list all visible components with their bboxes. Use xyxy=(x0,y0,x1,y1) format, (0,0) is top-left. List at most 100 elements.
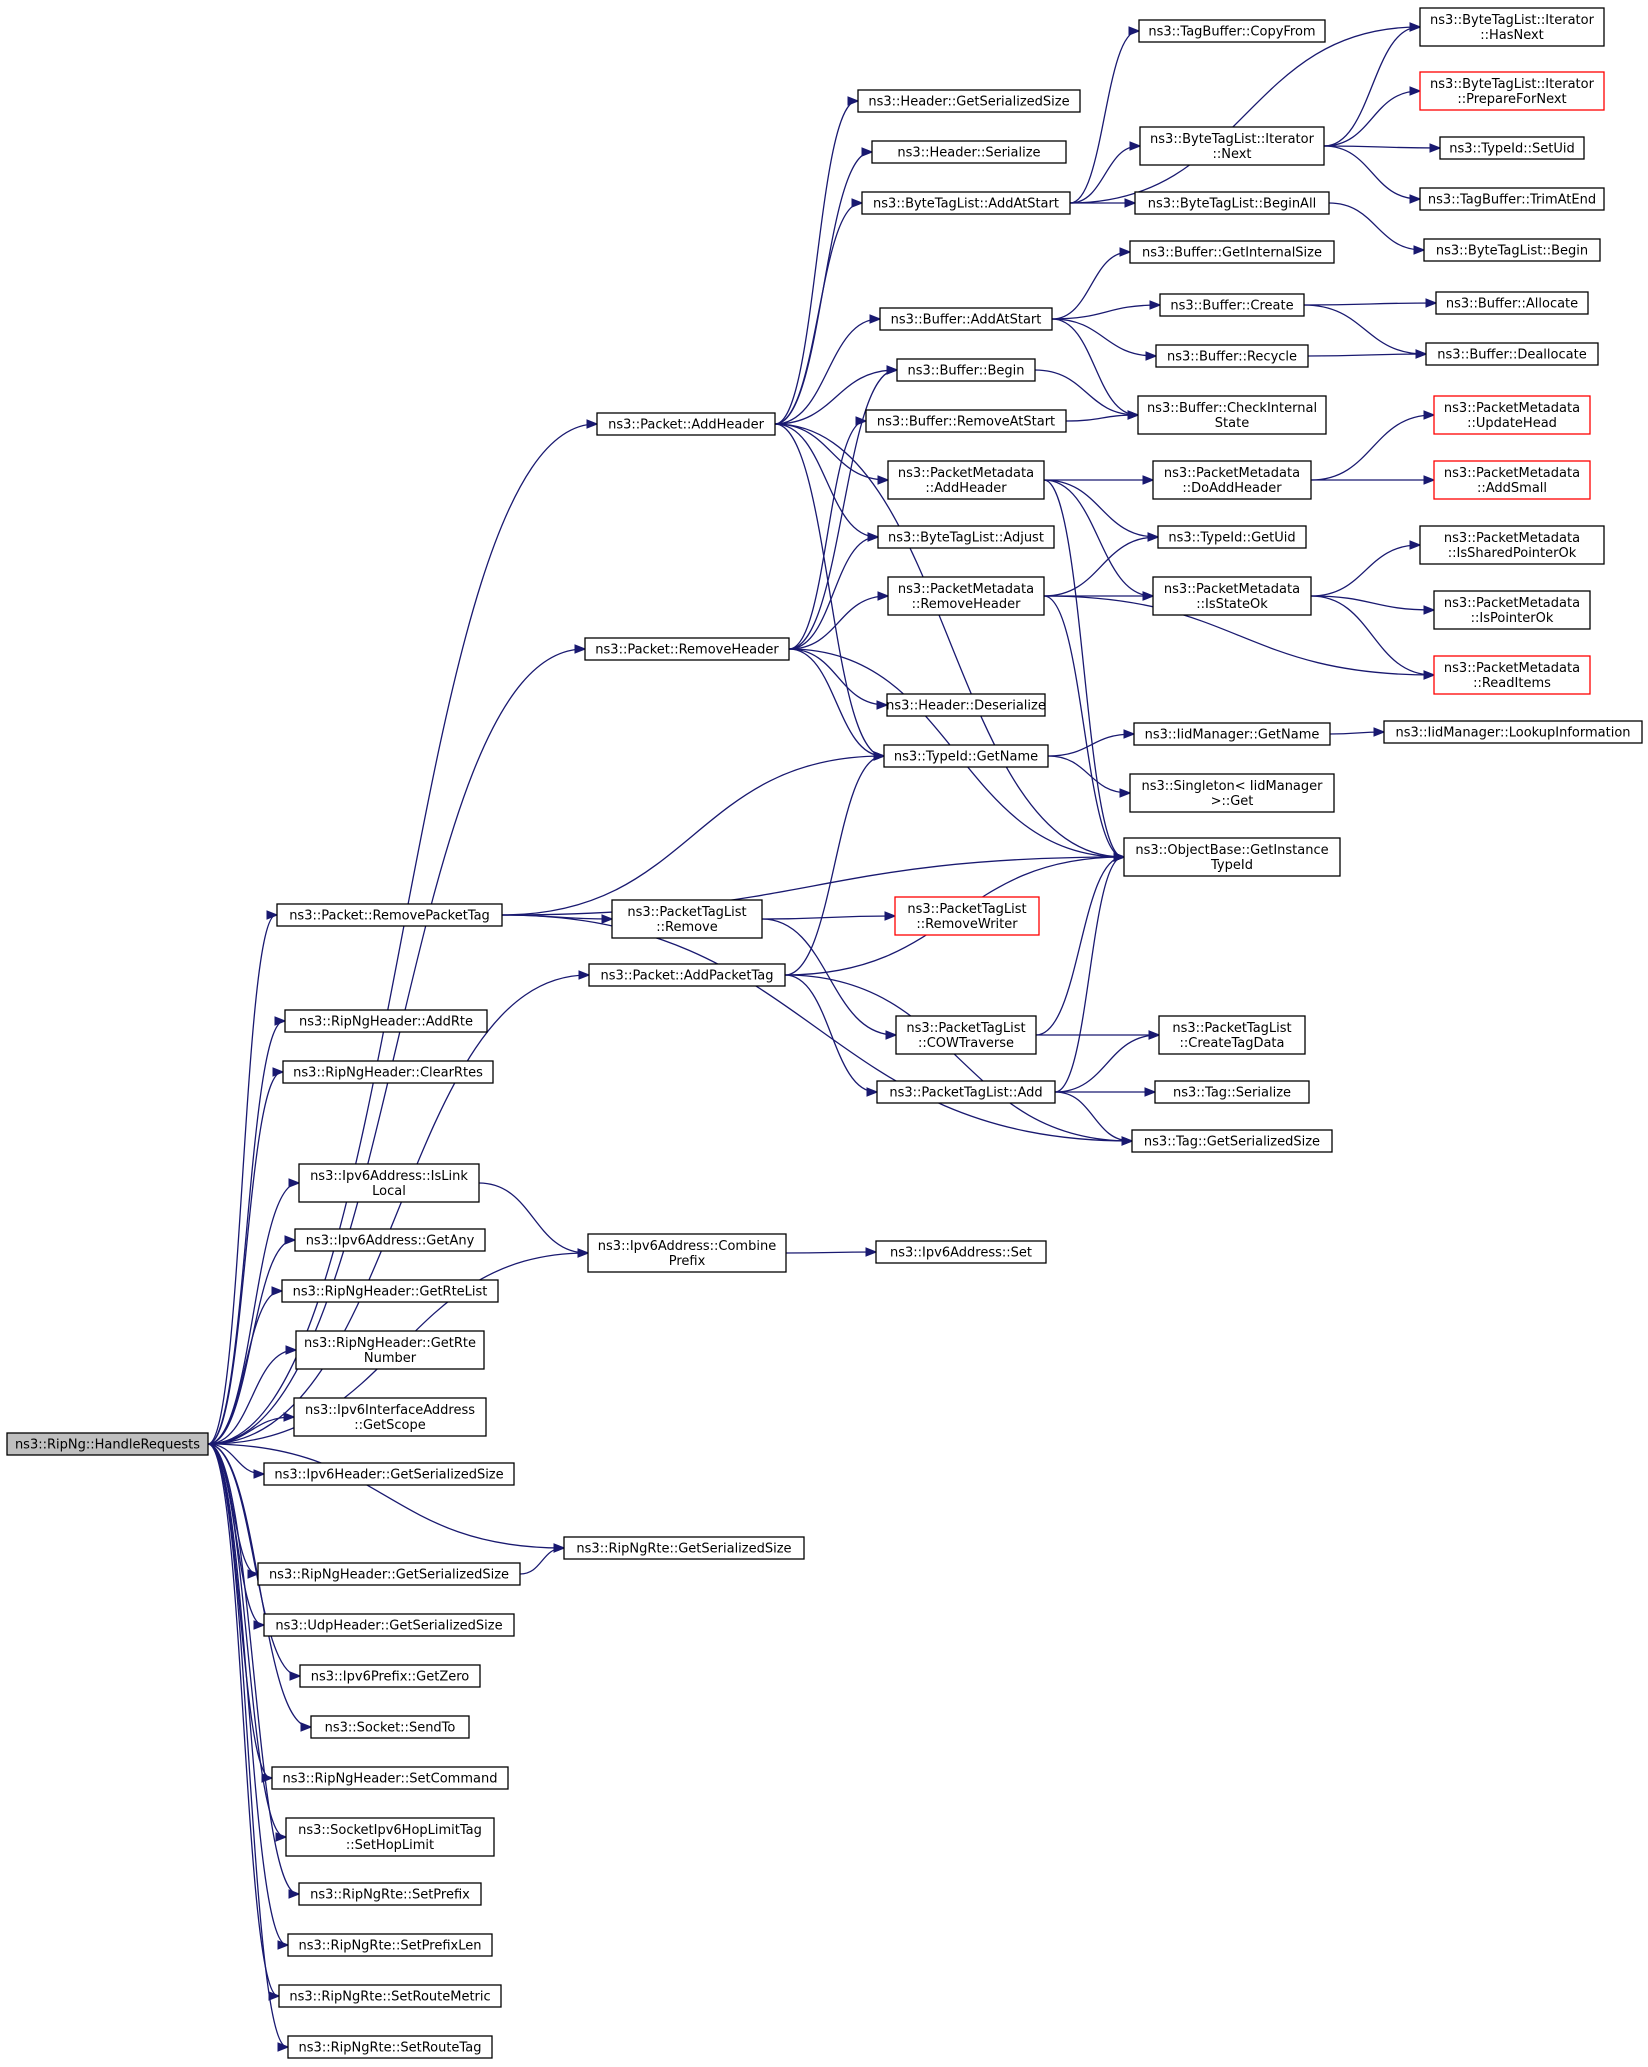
node-packettaglist-cowtraverse[interactable]: ns3::PacketTagList::COWTraverse xyxy=(895,1015,1037,1055)
node-ripngrte-setroutemetric[interactable]: ns3::RipNgRte::SetRouteMetric xyxy=(278,1984,502,2008)
edge-packet-addheader-to-buffer-addatstart xyxy=(774,319,879,425)
node-singleton-get[interactable]: ns3::Singleton< IidManager >::Get xyxy=(1129,773,1335,813)
node-packet-addpackettag[interactable]: ns3::Packet::AddPacketTag xyxy=(588,963,786,987)
node-label: ns3::ByteTagList::BeginAll xyxy=(1148,197,1316,212)
node-iidmanager-getname[interactable]: ns3::IidManager::GetName xyxy=(1133,722,1331,746)
node-box xyxy=(596,412,776,436)
node-ipv6prefix-getzero[interactable]: ns3::Ipv6Prefix::GetZero xyxy=(299,1664,481,1688)
node-packettaglist-removewriter[interactable]: ns3::PacketTagList::RemoveWriter xyxy=(894,896,1040,936)
node-packetmetadata-doaddheader[interactable]: ns3::PacketMetadata::DoAddHeader xyxy=(1152,460,1312,500)
node-packetmetadata-addheader[interactable]: ns3::PacketMetadata::AddHeader xyxy=(887,460,1045,500)
node-buffer-recycle[interactable]: ns3::Buffer::Recycle xyxy=(1155,344,1309,368)
node-ipv6address-getany[interactable]: ns3::Ipv6Address::GetAny xyxy=(294,1228,486,1252)
node-label: ns3::PacketTagList::Add xyxy=(889,1086,1042,1101)
node-packettaglist-remove[interactable]: ns3::PacketTagList::Remove xyxy=(611,899,763,939)
node-header-serialize[interactable]: ns3::Header::Serialize xyxy=(871,140,1067,164)
edge-bytetaglist-iterator-next-to-typeid-setuid xyxy=(1323,146,1439,148)
node-box xyxy=(276,903,503,927)
node-udpheader-getserializedsize[interactable]: ns3::UdpHeader::GetSerializedSize xyxy=(263,1613,515,1637)
node-bytetaglist-adjust[interactable]: ns3::ByteTagList::Adjust xyxy=(877,525,1055,549)
node-label: ns3::RipNgHeader::GetRte xyxy=(304,1336,476,1351)
node-handle-requests[interactable]: ns3::RipNg::HandleRequests xyxy=(6,1432,209,1456)
node-ripngheader-getserializedsize[interactable]: ns3::RipNgHeader::GetSerializedSize xyxy=(257,1562,521,1586)
edge-handle-requests-to-ripngheader-getserializedsize xyxy=(207,1443,257,1574)
node-box xyxy=(281,1279,499,1303)
edge-packet-addheader-to-typeid-getname xyxy=(774,423,883,756)
node-bytetaglist-iterator-preparefornext[interactable]: ns3::ByteTagList::Iterator::PrepareForNe… xyxy=(1419,71,1605,111)
node-typeid-getuid[interactable]: ns3::TypeId::GetUid xyxy=(1157,525,1307,549)
edge-packet-addheader-to-header-getserializedsize xyxy=(774,101,857,425)
node-label: ns3::IidManager::LookupInformation xyxy=(1395,726,1630,741)
node-ripngheader-addrte[interactable]: ns3::RipNgHeader::AddRte xyxy=(284,1009,488,1033)
node-label: ns3::RipNgRte::SetPrefix xyxy=(310,1888,470,1903)
edge-packetmetadata-removeheader-to-packetmetadata-readitems xyxy=(1043,595,1433,675)
node-buffer-getinternalsize[interactable]: ns3::Buffer::GetInternalSize xyxy=(1129,240,1335,264)
edge-packet-removeheader-to-buffer-begin xyxy=(788,370,896,650)
node-typeid-setuid[interactable]: ns3::TypeId::SetUid xyxy=(1439,136,1585,160)
node-packetmetadata-readitems[interactable]: ns3::PacketMetadata::ReadItems xyxy=(1433,655,1591,695)
node-label: ::Next xyxy=(1212,147,1251,162)
node-buffer-deallocate[interactable]: ns3::Buffer::Deallocate xyxy=(1425,342,1599,366)
edge-packetmetadata-addheader-to-packetmetadata-isstateok xyxy=(1043,479,1152,596)
node-label: ns3::RipNgHeader::GetRteList xyxy=(293,1285,488,1300)
edge-handle-requests-to-ripngrte-setprefix xyxy=(207,1443,298,1894)
node-ripngheader-clearrtes[interactable]: ns3::RipNgHeader::ClearRtes xyxy=(282,1060,494,1084)
node-packetmetadata-issharedpointerok[interactable]: ns3::PacketMetadata::IsSharedPointerOk xyxy=(1419,525,1605,565)
node-buffer-begin[interactable]: ns3::Buffer::Begin xyxy=(896,358,1036,382)
node-socketipv6hoplimittag-sethoplimit[interactable]: ns3::SocketIpv6HopLimitTag::SetHopLimit xyxy=(285,1817,495,1857)
node-buffer-create[interactable]: ns3::Buffer::Create xyxy=(1159,293,1305,317)
node-ripngrte-getserializedsize[interactable]: ns3::RipNgRte::GetSerializedSize xyxy=(563,1536,805,1560)
node-box xyxy=(1129,240,1335,264)
node-packet-addheader[interactable]: ns3::Packet::AddHeader xyxy=(596,412,776,436)
node-ipv6header-getserializedsize[interactable]: ns3::Ipv6Header::GetSerializedSize xyxy=(263,1462,515,1486)
node-label: ns3::RipNgHeader::SetCommand xyxy=(283,1772,498,1787)
node-buffer-allocate[interactable]: ns3::Buffer::Allocate xyxy=(1435,291,1589,315)
node-bytetaglist-begin[interactable]: ns3::ByteTagList::Begin xyxy=(1423,238,1601,262)
node-bytetaglist-iterator-hasnext[interactable]: ns3::ByteTagList::Iterator::HasNext xyxy=(1419,7,1605,47)
node-tag-serialize[interactable]: ns3::Tag::Serialize xyxy=(1154,1080,1310,1104)
node-bytetaglist-addatstart[interactable]: ns3::ByteTagList::AddAtStart xyxy=(861,191,1071,215)
edge-packetmetadata-removeheader-to-typeid-getuid xyxy=(1043,537,1157,597)
node-packetmetadata-addsmall[interactable]: ns3::PacketMetadata::AddSmall xyxy=(1433,460,1591,500)
node-ipv6interfaceaddress-getscope[interactable]: ns3::Ipv6InterfaceAddress::GetScope xyxy=(293,1397,487,1437)
node-typeid-getname[interactable]: ns3::TypeId::GetName xyxy=(883,744,1049,768)
node-tagbuffer-copyfrom[interactable]: ns3::TagBuffer::CopyFrom xyxy=(1138,19,1326,43)
node-packet-removepackettag[interactable]: ns3::Packet::RemovePacketTag xyxy=(276,903,503,927)
node-packet-removeheader[interactable]: ns3::Packet::RemoveHeader xyxy=(584,637,790,661)
node-label: TypeId xyxy=(1210,858,1253,873)
node-box xyxy=(1433,460,1591,500)
node-ripngheader-getrtelist[interactable]: ns3::RipNgHeader::GetRteList xyxy=(281,1279,499,1303)
node-tagbuffer-trimatend[interactable]: ns3::TagBuffer::TrimAtEnd xyxy=(1419,187,1605,211)
node-label: ns3::TypeId::GetName xyxy=(894,750,1038,765)
node-header-deserialize[interactable]: ns3::Header::Deserialize xyxy=(886,693,1046,717)
node-bytetaglist-iterator-next[interactable]: ns3::ByteTagList::Iterator::Next xyxy=(1139,126,1325,166)
node-ripngheader-setcommand[interactable]: ns3::RipNgHeader::SetCommand xyxy=(271,1766,509,1790)
node-packetmetadata-isstateok[interactable]: ns3::PacketMetadata::IsStateOk xyxy=(1152,576,1312,616)
node-tag-getserializedsize[interactable]: ns3::Tag::GetSerializedSize xyxy=(1131,1129,1333,1153)
edge-buffer-addatstart-to-buffer-checkinternalstate xyxy=(1051,318,1137,415)
node-ripngrte-setprefixlen[interactable]: ns3::RipNgRte::SetPrefixLen xyxy=(287,1933,493,1957)
node-label: ns3::Buffer::Recycle xyxy=(1167,350,1297,365)
node-buffer-addatstart[interactable]: ns3::Buffer::AddAtStart xyxy=(879,307,1053,331)
node-iidmanager-lookupinformation[interactable]: ns3::IidManager::LookupInformation xyxy=(1383,720,1643,744)
node-ripngrte-setroutetag[interactable]: ns3::RipNgRte::SetRouteTag xyxy=(287,2035,493,2059)
node-packettaglist-createtagdata[interactable]: ns3::PacketTagList::CreateTagData xyxy=(1158,1015,1306,1055)
node-packetmetadata-removeheader[interactable]: ns3::PacketMetadata::RemoveHeader xyxy=(887,576,1045,616)
node-packettaglist-add[interactable]: ns3::PacketTagList::Add xyxy=(876,1080,1056,1104)
node-header-getserializedsize[interactable]: ns3::Header::GetSerializedSize xyxy=(857,89,1081,113)
node-packetmetadata-updatehead[interactable]: ns3::PacketMetadata::UpdateHead xyxy=(1433,395,1591,435)
node-label: Number xyxy=(364,1351,417,1366)
node-packetmetadata-ispointerok[interactable]: ns3::PacketMetadata::IsPointerOk xyxy=(1433,590,1591,630)
node-bytetaglist-beginall[interactable]: ns3::ByteTagList::BeginAll xyxy=(1134,191,1330,215)
node-buffer-removeatstart[interactable]: ns3::Buffer::RemoveAtStart xyxy=(865,409,1067,433)
node-ripngrte-setprefix[interactable]: ns3::RipNgRte::SetPrefix xyxy=(298,1882,482,1906)
node-box xyxy=(588,963,786,987)
node-ipv6address-set[interactable]: ns3::Ipv6Address::Set xyxy=(875,1240,1047,1264)
node-socket-sendto[interactable]: ns3::Socket::SendTo xyxy=(310,1715,470,1739)
